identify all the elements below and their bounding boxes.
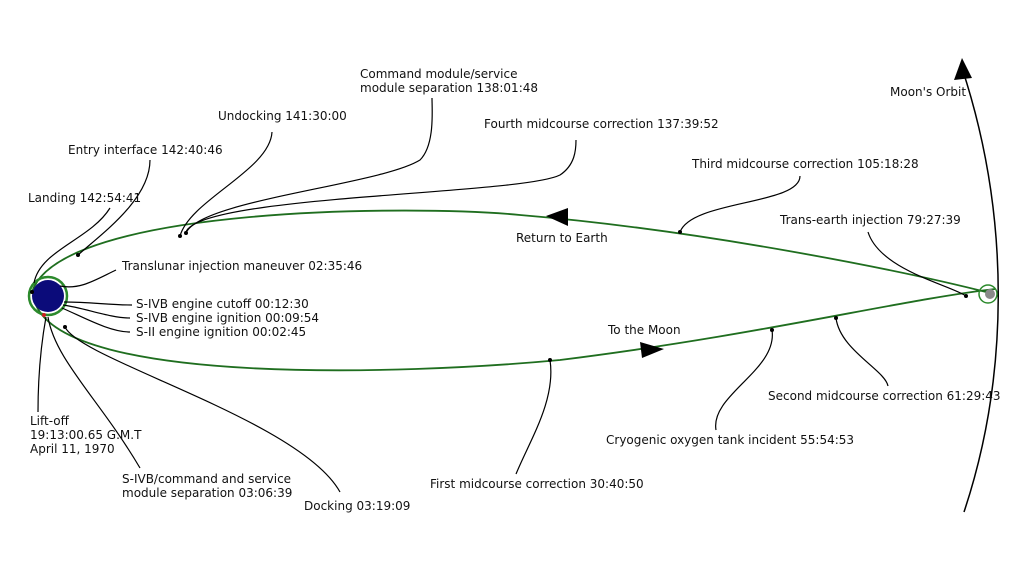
label-cm-sm-separation-line1: Command module/service	[360, 67, 518, 81]
leader-cm-sm-separation	[185, 97, 433, 234]
leader-sivb-csm-separation	[47, 316, 141, 469]
label-sivb-cutoff: S-IVB engine cutoff 00:12:30	[136, 297, 309, 311]
leader-sivb-ignition	[62, 304, 131, 319]
label-entry-interface: Entry interface 142:40:46	[68, 143, 223, 157]
leader-second-midcourse	[835, 317, 889, 387]
return-direction-arrow	[546, 208, 568, 226]
liftoff-marker	[42, 313, 46, 317]
event-dot-second-midcourse	[834, 316, 838, 320]
label-return-to-earth: Return to Earth	[516, 231, 608, 245]
outbound-direction-arrow	[640, 342, 664, 358]
leader-landing	[33, 207, 111, 284]
label-sivb-csm-separation-line1: S-IVB/command and service	[122, 472, 291, 486]
event-dot-landing	[30, 290, 34, 294]
label-translunar-injection: Translunar injection maneuver 02:35:46	[121, 259, 362, 273]
leader-translunar	[59, 269, 117, 288]
label-cm-sm-separation-line2: module separation 138:01:48	[360, 81, 538, 95]
label-liftoff-line2: 19:13:00.65 G.M.T	[30, 428, 142, 442]
label-liftoff-line3: April 11, 1970	[30, 442, 115, 456]
leader-fourth-midcourse	[185, 139, 577, 233]
event-dot-trans-earth	[964, 294, 968, 298]
leader-third-midcourse	[679, 175, 801, 233]
label-sii-ignition: S-II engine ignition 00:02:45	[136, 325, 306, 339]
earth-ring	[27, 275, 69, 317]
moon-ring	[978, 284, 998, 304]
label-sivb-csm-separation-line2: module separation 03:06:39	[122, 486, 292, 500]
label-second-midcourse: Second midcourse correction 61:29:43	[768, 389, 1001, 403]
leader-trans-earth	[867, 231, 967, 297]
leader-sii-ignition	[61, 307, 131, 333]
event-dot-third-midcourse	[678, 230, 682, 234]
event-dot-cm-sm-separation	[184, 231, 188, 235]
leader-cryogenic	[715, 329, 773, 431]
label-sivb-ignition: S-IVB engine ignition 00:09:54	[136, 311, 319, 325]
earth	[32, 280, 64, 312]
label-fourth-midcourse: Fourth midcourse correction 137:39:52	[484, 117, 719, 131]
leader-liftoff	[37, 316, 47, 413]
event-dot-entry-interface	[76, 253, 80, 257]
event-dot-undocking	[178, 234, 182, 238]
event-dot-docking	[63, 325, 67, 329]
leader-docking	[64, 326, 341, 493]
label-first-midcourse: First midcourse correction 30:40:50	[430, 477, 644, 491]
label-docking: Docking 03:19:09	[304, 499, 410, 513]
label-cryogenic-incident: Cryogenic oxygen tank incident 55:54:53	[606, 433, 854, 447]
moon-orbit-arrowhead	[954, 58, 972, 80]
label-moons-orbit: Moon's Orbit	[890, 85, 966, 99]
event-dot-first-midcourse	[548, 358, 552, 362]
label-liftoff-line1: Lift-off	[30, 414, 70, 428]
label-third-midcourse: Third midcourse correction 105:18:28	[691, 157, 919, 171]
leader-undocking	[179, 131, 273, 237]
moon	[985, 289, 995, 299]
label-landing: Landing 142:54:41	[28, 191, 141, 205]
leader-first-midcourse	[515, 359, 552, 475]
label-to-the-moon: To the Moon	[607, 323, 681, 337]
label-undocking: Undocking 141:30:00	[218, 109, 347, 123]
leader-entry-interface	[77, 159, 151, 256]
leader-sivb-cutoff	[63, 301, 133, 306]
return-trajectory-path	[31, 209, 991, 294]
event-dot-cryogenic	[770, 328, 774, 332]
label-trans-earth-injection: Trans-earth injection 79:27:39	[779, 213, 961, 227]
moon-orbit-arc	[961, 67, 999, 513]
